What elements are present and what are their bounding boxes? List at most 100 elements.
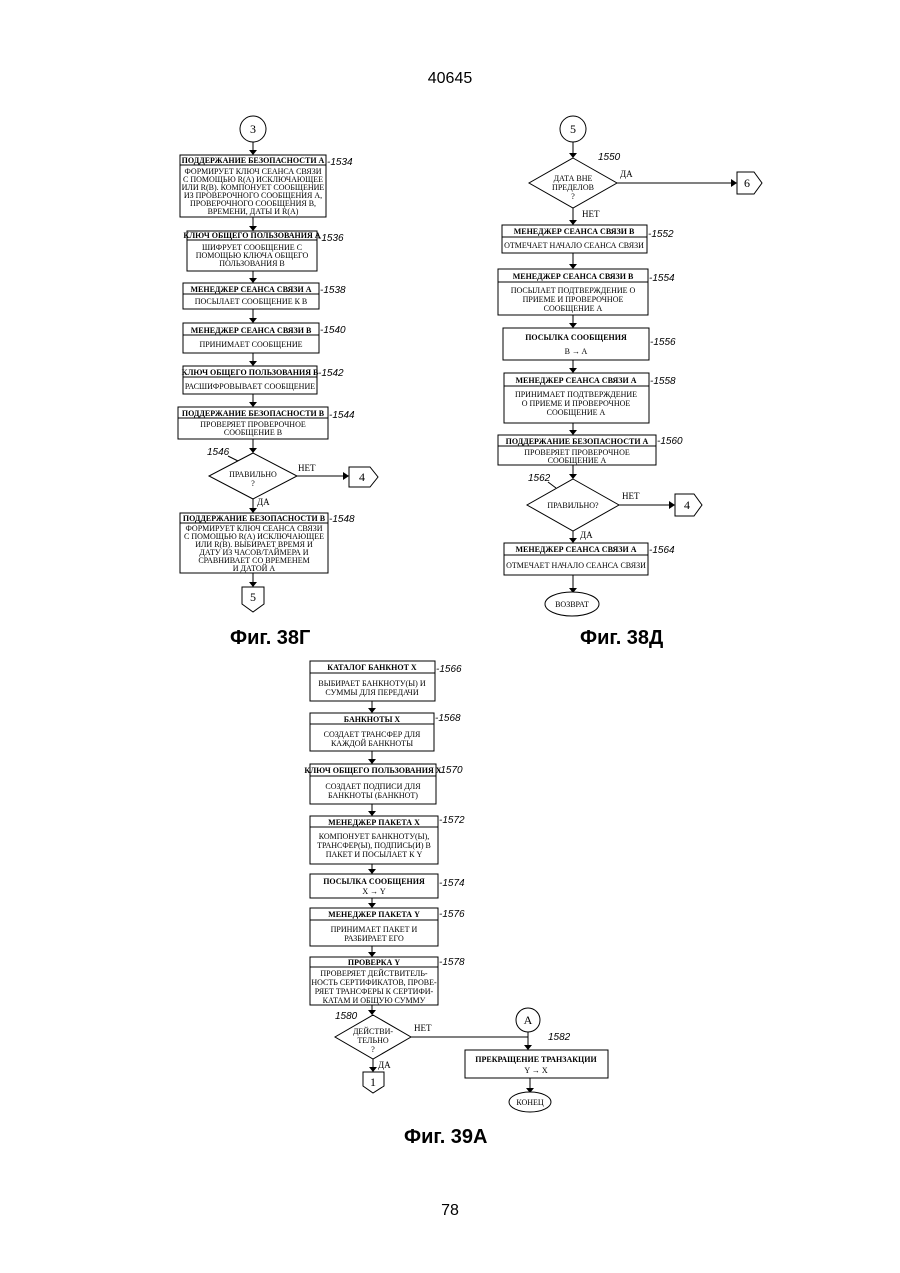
ref-1536: -1536: [318, 233, 344, 244]
box-1556-line-1: ПОСЫЛКА СООБЩЕНИЯ: [525, 333, 627, 342]
ref-1538: -1538: [320, 285, 346, 296]
decision-1580-line-1: ДЕЙСТВИ-: [353, 1027, 393, 1036]
box-1570-header: КЛЮЧ ОБЩЕГО ПОЛЬЗОВАНИЯ X: [304, 766, 441, 775]
box-1570-line-1: СОЗДАЕТ ПОДПИСИ ДЛЯ: [325, 782, 421, 791]
box-1572-line-2: ТРАНСФЕР(Ы), ПОДПИСЬ(И) В: [317, 841, 431, 850]
box-1572: МЕНЕДЖЕР ПАКЕТА X КОМПОНУЕТ БАНКНОТУ(Ы),…: [310, 815, 465, 864]
ref-1578: -1578: [439, 957, 465, 968]
box-1572-line-1: КОМПОНУЕТ БАНКНОТУ(Ы),: [319, 832, 430, 841]
box-1558-line-2: О ПРИЕМЕ И ПРОВЕРОЧНОЕ: [522, 399, 631, 408]
label-yes-1546: ДА: [257, 497, 270, 507]
box-1556: ПОСЫЛКА СООБЩЕНИЯ B → A -1556: [503, 328, 676, 360]
box-1540-line-1: ПРИНИМАЕТ СООБЩЕНИЕ: [199, 340, 302, 349]
box-1542-header: КЛЮЧ ОБЩЕГО ПОЛЬЗОВАНИЯ В: [182, 368, 319, 377]
box-1534-line-6: ВРЕМЕНИ, ДАТЫ И R(A): [208, 207, 299, 216]
box-1564: МЕНЕДЖЕР СЕАНСА СВЯЗИ А ОТМЕЧАЕТ НАЧАЛО …: [504, 543, 675, 575]
terminal-return-label: ВОЗВРАТ: [555, 600, 589, 609]
box-1572-header: МЕНЕДЖЕР ПАКЕТА X: [328, 818, 420, 827]
box-1552: МЕНЕДЖЕР СЕАНСА СВЯЗИ В ОТМЕЧАЕТ НАЧАЛО …: [502, 225, 674, 253]
label-no-1580: НЕТ: [414, 1023, 432, 1033]
box-1552-line-1: ОТМЕЧАЕТ НАЧАЛО СЕАНСА СВЯЗИ: [504, 241, 644, 250]
label-no-1550: НЕТ: [582, 209, 600, 219]
decision-1550-line-1: ДАТА ВНЕ: [554, 174, 593, 183]
ref-1582: 1582: [548, 1032, 571, 1043]
connector-A-label: A: [524, 1013, 533, 1027]
ref-1564: -1564: [649, 545, 675, 556]
box-1572-line-3: ПАКЕТ И ПОСЫЛАЕТ К Y: [326, 850, 423, 859]
box-1540-header: МЕНЕДЖЕР СЕАНСА СВЯЗИ В: [191, 326, 312, 335]
box-1536-header: КЛЮЧ ОБЩЕГО ПОЛЬЗОВАНИЯ А: [183, 231, 320, 240]
box-1582: ПРЕКРАЩЕНИЕ ТРАНЗАКЦИИ Y → X 1582: [465, 1032, 608, 1078]
ref-1566: -1566: [436, 664, 462, 675]
box-1558-line-3: СООБЩЕНИЕ А: [547, 408, 606, 417]
ref-1546: 1546: [207, 447, 230, 458]
box-1558-line-1: ПРИНИМАЕТ ПОДТВЕРЖДЕНИЕ: [515, 390, 637, 399]
decision-1562: ПРАВИЛЬНО? 1562: [527, 473, 619, 531]
connector-5-down-label: 5: [250, 590, 256, 604]
ref-1580: 1580: [335, 1011, 358, 1022]
ref-1558: -1558: [650, 376, 676, 387]
box-1576-line-2: РАЗБИРАЕТ ЕГО: [344, 934, 404, 943]
ref-1570: -1570: [437, 765, 463, 776]
box-1536-line-3: ПОЛЬЗОВАНИЯ В: [219, 259, 285, 268]
terminal-end-label: КОНЕЦ: [516, 1098, 544, 1107]
box-1544-header: ПОДДЕРЖАНИЕ БЕЗОПАСНОСТИ В: [182, 409, 325, 418]
box-1576-line-1: ПРИНИМАЕТ ПАКЕТ И: [331, 925, 418, 934]
box-1564-line-1: ОТМЕЧАЕТ НАЧАЛО СЕАНСА СВЯЗИ: [506, 561, 646, 570]
caption-fig-39a: Фиг. 39А: [404, 1126, 488, 1149]
box-1556-line-2: B → A: [565, 347, 588, 356]
page-number: 78: [0, 1202, 900, 1220]
box-1576-header: МЕНЕДЖЕР ПАКЕТА Y: [328, 910, 420, 919]
box-1576: МЕНЕДЖЕР ПАКЕТА Y ПРИНИМАЕТ ПАКЕТ И РАЗБ…: [310, 908, 465, 946]
box-1568-line-1: СОЗДАЕТ ТРАНСФЕР ДЛЯ: [324, 730, 421, 739]
box-1558: МЕНЕДЖЕР СЕАНСА СВЯЗИ А ПРИНИМАЕТ ПОДТВЕ…: [504, 373, 676, 423]
decision-1546-line-2: ?: [251, 479, 255, 488]
box-1534: ПОДДЕРЖАНИЕ БЕЗОПАСНОСТИ А ФОРМИРУЕТ КЛЮ…: [180, 155, 353, 217]
box-1554-header: МЕНЕДЖЕР СЕАНСА СВЯЗИ В: [513, 272, 634, 281]
decision-1550-line-2: ПРЕДЕЛОВ: [552, 183, 594, 192]
box-1560-header: ПОДДЕРЖАНИЕ БЕЗОПАСНОСТИ А: [506, 437, 649, 446]
box-1558-header: МЕНЕДЖЕР СЕАНСА СВЯЗИ А: [515, 376, 636, 385]
box-1560: ПОДДЕРЖАНИЕ БЕЗОПАСНОСТИ А ПРОВЕРЯЕТ ПРО…: [498, 435, 683, 465]
label-yes-1550: ДА: [620, 169, 633, 179]
figure-39a: КАТАЛОГ БАНКНОТ X ВЫБИРАЕТ БАНКНОТУ(Ы) И…: [304, 661, 608, 1112]
box-1582-line-1: ПРЕКРАЩЕНИЕ ТРАНЗАКЦИИ: [475, 1055, 597, 1064]
caption-fig-38g: Фиг. 38Г: [230, 627, 310, 650]
ref-1534: -1534: [327, 157, 353, 168]
connector-4-label-38g: 4: [359, 470, 365, 484]
ref-1552: -1552: [648, 229, 674, 240]
box-1574: ПОСЫЛКА СООБЩЕНИЯ X → Y -1574: [310, 874, 465, 898]
box-1574-line-1: ПОСЫЛКА СООБЩЕНИЯ: [323, 877, 425, 886]
box-1578-header: ПРОВЕРКА Y: [348, 958, 400, 967]
decision-1580-line-2: ТЕЛЬНО: [357, 1036, 388, 1045]
box-1538-line-1: ПОСЫЛАЕТ СООБЩЕНИЕ К В: [195, 297, 308, 306]
box-1554: МЕНЕДЖЕР СЕАНСА СВЯЗИ В ПОСЫЛАЕТ ПОДТВЕР…: [498, 269, 675, 315]
decision-1550-line-3: ?: [571, 192, 575, 201]
box-1542-line-1: РАСШИФРОВЫВАЕТ СООБЩЕНИЕ: [185, 382, 315, 391]
decision-1580-line-3: ?: [371, 1045, 375, 1054]
box-1568-line-2: КАЖДОЙ БАНКНОТЫ: [331, 739, 413, 748]
box-1538: МЕНЕДЖЕР СЕАНСА СВЯЗИ А ПОСЫЛАЕТ СООБЩЕН…: [183, 283, 346, 309]
label-yes-1580: ДА: [378, 1060, 391, 1070]
ref-1542: -1542: [318, 368, 344, 379]
box-1548-header: ПОДДЕРЖАНИЕ БЕЗОПАСНОСТИ В: [183, 514, 326, 523]
box-1560-line-2: СООБЩЕНИЕ А: [548, 456, 607, 465]
ref-1540: -1540: [320, 325, 346, 336]
label-no-1546: НЕТ: [298, 463, 316, 473]
connector-3-label: 3: [250, 122, 256, 136]
box-1578-line-1: ПРОВЕРЯЕТ ДЕЙСТВИТЕЛЬ-: [320, 969, 428, 978]
ref-1544: -1544: [329, 410, 355, 421]
ref-1576: -1576: [439, 909, 465, 920]
box-1544: ПОДДЕРЖАНИЕ БЕЗОПАСНОСТИ В ПРОВЕРЯЕТ ПРО…: [178, 407, 355, 439]
box-1566-header: КАТАЛОГ БАНКНОТ X: [327, 663, 417, 672]
box-1582-line-2: Y → X: [524, 1066, 547, 1075]
box-1570-line-2: БАНКНОТЫ (БАНКНОТ): [328, 791, 418, 800]
ref-1554: -1554: [649, 273, 675, 284]
box-1544-line-2: СООБЩЕНИЕ В: [224, 428, 282, 437]
figure-38d: 5 ДАТА ВНЕ ПРЕДЕЛОВ ? 1550 ДА 6 НЕТ МЕНЕ…: [498, 116, 762, 616]
box-1578: ПРОВЕРКА Y ПРОВЕРЯЕТ ДЕЙСТВИТЕЛЬ- НОСТЬ …: [310, 957, 465, 1005]
decision-1546-line-1: ПРАВИЛЬНО: [229, 470, 277, 479]
box-1564-header: МЕНЕДЖЕР СЕАНСА СВЯЗИ А: [515, 545, 636, 554]
decision-1580: ДЕЙСТВИ- ТЕЛЬНО ? 1580: [335, 1011, 411, 1059]
